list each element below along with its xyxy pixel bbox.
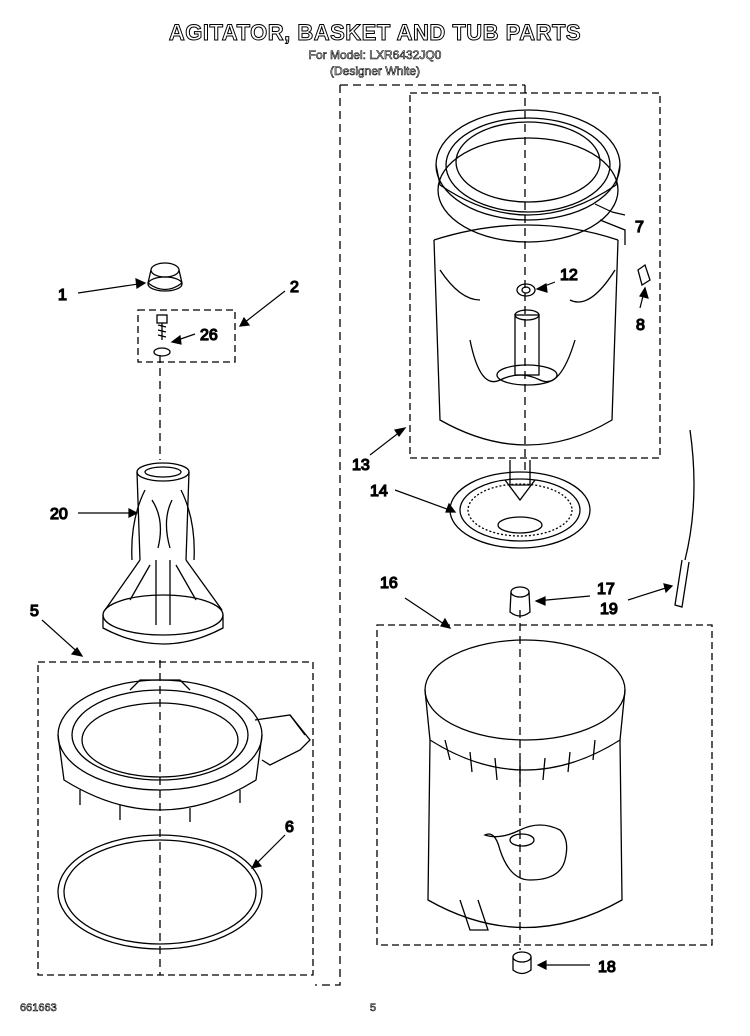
agitator-cap-part bbox=[147, 262, 183, 292]
callout-7: 7 bbox=[635, 219, 644, 236]
outer-tub-part bbox=[424, 639, 626, 931]
tub-nut-part bbox=[512, 951, 532, 975]
page-number: 5 bbox=[370, 1002, 377, 1015]
callout-14: 14 bbox=[370, 483, 388, 500]
callout-17: 17 bbox=[597, 581, 615, 598]
color-line: (Designer White) bbox=[329, 64, 421, 79]
group-box-basket bbox=[409, 92, 661, 459]
callout-6: 6 bbox=[285, 819, 294, 836]
callout-5: 5 bbox=[30, 603, 39, 620]
callout-13: 13 bbox=[352, 457, 370, 474]
bushing-part bbox=[509, 586, 531, 617]
hose-part bbox=[674, 429, 695, 608]
agitator-part bbox=[102, 462, 224, 645]
agitator-bolt-part bbox=[153, 314, 171, 357]
callout-18: 18 bbox=[598, 959, 616, 976]
basket-clip-part bbox=[637, 263, 651, 287]
callout-20: 20 bbox=[50, 506, 68, 523]
document-number: 661663 bbox=[20, 1002, 57, 1015]
tub-seal-part bbox=[57, 834, 263, 950]
callout-12: 12 bbox=[560, 267, 578, 284]
group-box-2 bbox=[137, 309, 236, 363]
callout-1: 1 bbox=[58, 287, 67, 304]
callout-8: 8 bbox=[636, 317, 645, 334]
group-box-tub-ring bbox=[37, 661, 314, 976]
diagram-title: AGITATOR, BASKET AND TUB PARTS bbox=[168, 20, 582, 46]
callout-16: 16 bbox=[380, 575, 398, 592]
callout-26: 26 bbox=[200, 327, 218, 344]
leader-arrows bbox=[41, 203, 674, 970]
tub-ring-part bbox=[57, 679, 311, 822]
callout-2: 2 bbox=[290, 279, 299, 296]
connector-line bbox=[159, 84, 526, 986]
spin-basket-part bbox=[433, 109, 626, 446]
drive-hub-part bbox=[449, 460, 591, 549]
model-line: For Model: LXR6432JQ0 bbox=[308, 48, 442, 63]
callout-19: 19 bbox=[600, 601, 618, 618]
group-box-tub bbox=[376, 624, 713, 946]
basket-nut-part bbox=[516, 283, 536, 297]
